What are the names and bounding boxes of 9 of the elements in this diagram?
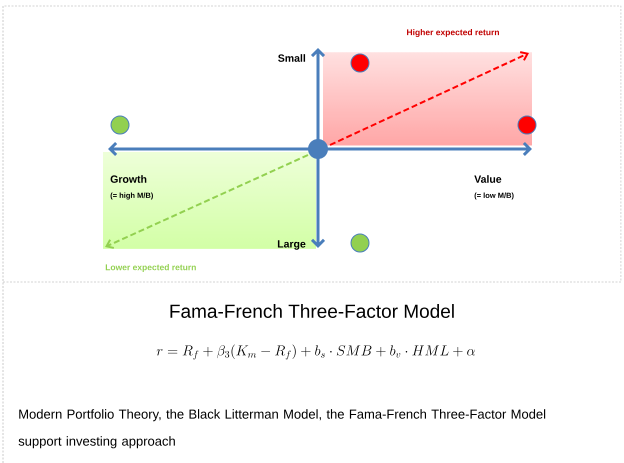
axis-label: Value: [474, 175, 502, 183]
title: Fama-French Three-Factor Model: [170, 304, 454, 318]
axis-label: Lower expected return: [106, 264, 196, 272]
caption: Modern Portfolio Theory, the Black Litterman Model, the Fama-French Three-Factor Model support investing approach: [18, 409, 546, 448]
axis-label: Large: [278, 240, 306, 250]
axis-label: Small: [278, 54, 306, 62]
axis-label: Growth: [110, 175, 146, 183]
formula: $r = R_f + \beta_3(K_m - R_f) + b_s \cdot SMB + b_v \cdot HML + \alpha$: [156, 344, 476, 360]
axis-label: Higher expected return: [407, 29, 499, 37]
